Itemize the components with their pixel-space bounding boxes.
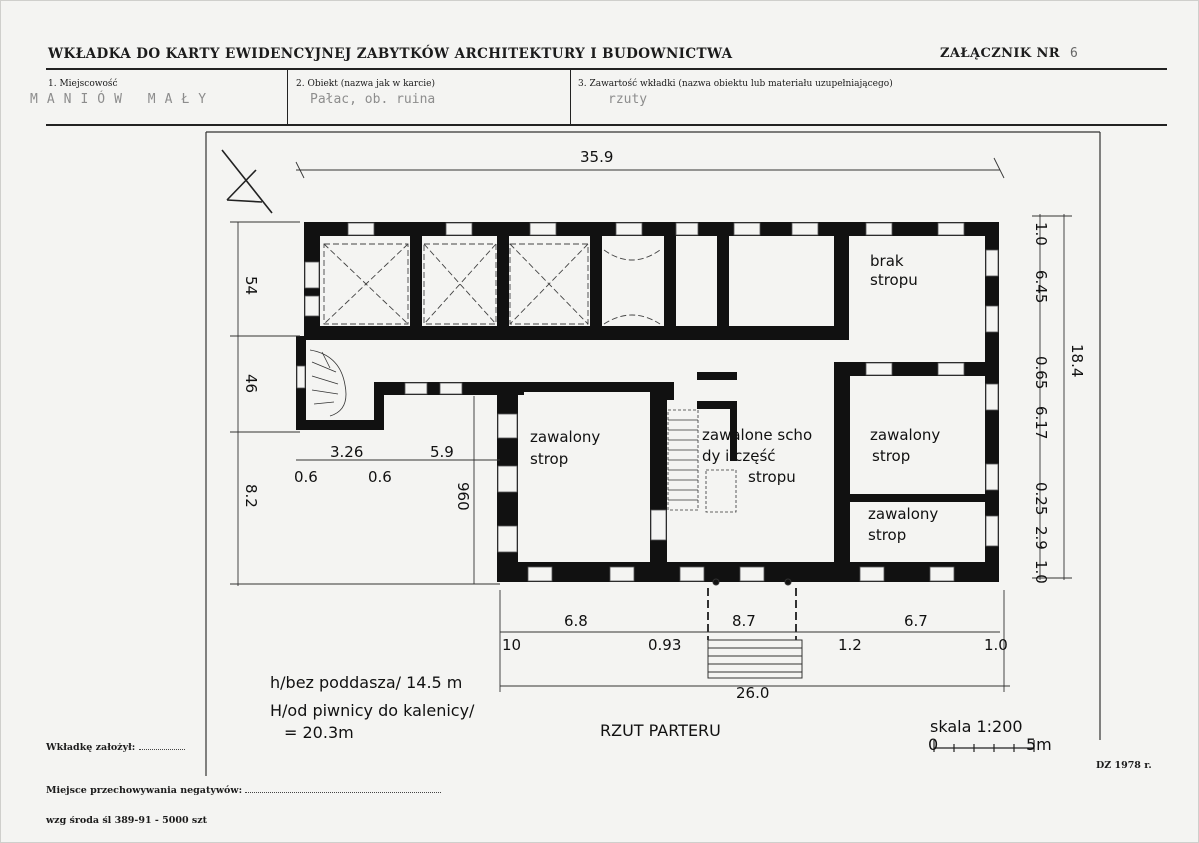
room-label-center-1: zawalone scho (702, 426, 812, 444)
object-value: Pałac, ob. ruina (310, 92, 436, 107)
room-label-center-2: dy i część (702, 447, 776, 465)
scale-label: skala 1:200 (930, 717, 1023, 736)
room-label-center-3: stropu (748, 468, 796, 486)
field-divider-2 (570, 70, 571, 124)
plan-title: RZUT PARTERU (600, 721, 721, 740)
negatives-dotted-line (245, 792, 442, 793)
form-title: WKŁADKA DO KARTY EWIDENCYJNEJ ZABYTKÓW A… (48, 46, 733, 62)
room-label-small-2: strop (868, 526, 906, 544)
room-label-left-1: zawalony (530, 428, 600, 446)
room-label-stropu: stropu (870, 271, 918, 289)
scale-start: 0 (928, 735, 938, 754)
field-divider-1 (287, 70, 288, 124)
date-stamp: DZ 1978 r. (1096, 760, 1152, 771)
north-arrow-icon (221, 149, 273, 214)
height-note-2: H/od piwnicy do kalenicy/ (270, 701, 475, 720)
print-info: wzg środa śl 389-91 - 5000 szt (46, 815, 208, 826)
dim-left-54: 54 (242, 276, 260, 295)
dim-bot-0-93: 0.93 (648, 636, 681, 654)
dim-bot-8-7: 8.7 (732, 612, 756, 630)
scale-bar (933, 740, 1035, 752)
height-note-3: = 20.3m (284, 723, 354, 742)
contents-value: rzuty (608, 92, 648, 107)
scale-end: 5m (1026, 735, 1052, 754)
dim-top-total: 35.9 (580, 148, 613, 166)
room-label-right-1: zawalony (870, 426, 940, 444)
contents-label: 3. Zawartość wkładki (nazwa obiektu lub … (578, 79, 893, 89)
dim-bot-1-0-a: 10 (502, 636, 521, 654)
spiral-staircase-icon (309, 349, 347, 417)
dim-bot-1-2: 1.2 (838, 636, 862, 654)
height-note-1: h/bez poddasza/ 14.5 m (270, 673, 462, 692)
dim-right-total: 18.4 (1068, 344, 1086, 377)
dim-right-6-45: 6.45 (1032, 270, 1050, 303)
attachment-number: ZAŁĄCZNIK NR 6 (940, 46, 1078, 61)
entrance-porch (707, 578, 803, 679)
dim-right-2-9: 2.9 (1032, 526, 1050, 550)
dim-0-6-b: 0.6 (368, 468, 392, 486)
dim-right-1-0-b: 1.0 (1032, 560, 1050, 584)
dim-right-0-25: 0.25 (1032, 482, 1050, 515)
dim-right-1-0-a: 1.0 (1032, 222, 1050, 246)
header-rule-top (46, 68, 1167, 70)
room-label-left-2: strop (530, 450, 568, 468)
dim-0-6-a: 0.6 (294, 468, 318, 486)
dim-960: 960 (454, 482, 472, 511)
dim-right-6-17: 6.17 (1032, 406, 1050, 439)
negatives-label: Miejsce przechowywania negatywów: (46, 785, 243, 796)
locality-label: 1. Miejscowość (48, 79, 118, 89)
locality-value: MANIÓW MAŁY (30, 92, 216, 107)
negatives-field: Miejsce przechowywania negatywów: (46, 785, 442, 796)
floor-plan-svg: brak stropu zawalony strop zawalone scho… (205, 131, 1101, 776)
central-staircase-icon (667, 409, 737, 513)
dim-bot-6-7: 6.7 (904, 612, 928, 630)
installed-by-field: Wkładkę założył: (46, 742, 185, 753)
dim-bot-total: 26.0 (736, 684, 769, 702)
dim-right-0-65: 0.65 (1032, 356, 1050, 389)
object-label: 2. Obiekt (nazwa jak w karcie) (296, 79, 435, 89)
dim-bot-6-8: 6.8 (564, 612, 588, 630)
floor-plan-drawing: brak stropu zawalony strop zawalone scho… (204, 130, 1102, 778)
dim-3-26: 3.26 (330, 443, 363, 461)
dim-bot-1-0-b: 1.0 (984, 636, 1008, 654)
dimension-lines (230, 157, 1072, 692)
window-openings (296, 222, 999, 582)
room-label-right-2: strop (872, 447, 910, 465)
collapsed-vaults (323, 243, 661, 325)
header-rule-bottom (46, 124, 1167, 126)
installed-by-dotted-line (138, 749, 185, 750)
room-label-brak: brak (870, 252, 904, 270)
attachment-value: 6 (1070, 46, 1079, 61)
dim-left-82: 8.2 (242, 484, 260, 508)
attachment-label: ZAŁĄCZNIK NR (940, 46, 1061, 61)
dim-5-9: 5.9 (430, 443, 454, 461)
installed-by-label: Wkładkę założył: (46, 742, 136, 753)
room-label-small-1: zawalony (868, 505, 938, 523)
dim-left-46: 46 (242, 374, 260, 393)
